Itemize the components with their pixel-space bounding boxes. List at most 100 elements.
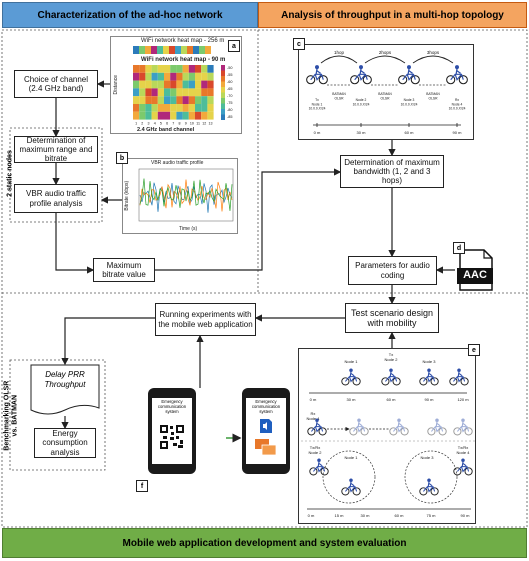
chat-icon xyxy=(255,439,277,456)
heatmap-xtick: 4 xyxy=(154,122,156,126)
aac-label: AAC xyxy=(463,269,487,281)
bicycle-icon xyxy=(381,368,401,386)
heatmap-colorbar-tick: -75 xyxy=(227,101,233,105)
energy-box: Energy consumption analysis xyxy=(34,428,96,458)
phone-left-title: Emergency communication system xyxy=(157,399,187,414)
mobility-circle-label: Tx/Rx xyxy=(310,445,320,450)
heatmap-xtick: 8 xyxy=(179,122,181,126)
hop-node-label: BATMAN xyxy=(378,92,392,96)
hops-distance-label: 60 m xyxy=(405,130,415,135)
hop-arc xyxy=(412,55,454,64)
bicycle-icon xyxy=(307,418,327,436)
heatmap-colorbar-tick: -65 xyxy=(227,87,233,91)
hops-distance-label: 0 m xyxy=(314,130,321,135)
bicycle-icon xyxy=(309,458,329,476)
badge-c: c xyxy=(293,38,305,50)
heatmap-xtick: 9 xyxy=(185,122,187,126)
running-experiments-box: Running experiments with the mobile web … xyxy=(155,303,256,336)
determination-range-box: Determination of maximum range and bitra… xyxy=(14,136,98,163)
mobility-distance-label: 30 m xyxy=(347,397,357,402)
heatmap-xtick: 3 xyxy=(148,122,150,126)
hop-node-label: Node 2 xyxy=(356,98,367,102)
vbr-chart-title: VBR audio traffic profile xyxy=(151,160,204,166)
header-characterization: Characterization of the ad-hoc network xyxy=(2,2,258,28)
aac-file-icon: AAC xyxy=(456,248,496,292)
heatmap-xtick: 2 xyxy=(141,122,143,126)
bicycle-icon xyxy=(341,478,361,496)
hop-node-label: Rx xyxy=(455,98,459,102)
heatmap-xtick: 13 xyxy=(209,122,213,126)
heatmap-colorbar-tick: -50 xyxy=(227,66,233,70)
hop-node-label: OLSR xyxy=(381,96,391,100)
bicycle-icon xyxy=(453,418,473,436)
hop-arc xyxy=(320,55,358,64)
mobility-distance-label: 60 m xyxy=(387,397,397,402)
heatmap-colorbar-tick: -70 xyxy=(227,94,233,98)
bicycle-icon xyxy=(389,418,409,436)
heatmap-colorbar-tick: -80 xyxy=(227,108,233,112)
bicycle-icon xyxy=(306,65,328,85)
hop-node-label: 10.0.0.X/24 xyxy=(449,107,466,111)
hop-node-label: 10.0.0.X/24 xyxy=(353,102,370,106)
mobility-circle-label: Node 3 xyxy=(421,455,435,460)
hop-node-label: BATMAN xyxy=(332,92,346,96)
bicycle-icon xyxy=(350,65,372,85)
delay-prr-text: Delay PRR Throughput xyxy=(44,370,86,390)
mobility-circle-label: Tx/Rx xyxy=(458,445,468,450)
vbr-chart-panel: VBR audio traffic profile Time (s) Bitra… xyxy=(122,158,238,234)
mobility-distance-label: 0 m xyxy=(308,513,315,518)
mobility-rx-label: Rx xyxy=(311,411,316,416)
heatmap-title-front: WiFi network heat map - 90 m xyxy=(141,57,226,63)
bicycle-icon xyxy=(446,65,468,85)
hop-node-label: Node 1 xyxy=(312,102,323,106)
bicycle-icon xyxy=(419,478,439,496)
badge-e: e xyxy=(468,344,480,356)
static-nodes-label: 2 static nodes xyxy=(6,150,14,197)
hop-node-label: OLSR xyxy=(429,96,439,100)
hop-arc xyxy=(364,55,406,64)
hop-label: 3hops xyxy=(427,50,440,55)
heatmap-xtick: 12 xyxy=(202,122,206,126)
bicycle-icon xyxy=(341,368,361,386)
delay-prr-document: Delay PRR Throughput xyxy=(30,364,100,418)
max-bitrate-box: Maximum bitrate value xyxy=(93,258,155,282)
heatmap-xtick: 5 xyxy=(160,122,162,126)
phone-right: Emergency communication system xyxy=(242,388,290,474)
bicycle-icon xyxy=(449,368,469,386)
bicycle-icon xyxy=(427,418,447,436)
hop-node-label: Node 4 xyxy=(452,102,463,106)
mobility-node-label: Node 3 xyxy=(423,359,437,364)
mobility-distance-label: 90 m xyxy=(425,397,435,402)
determination-bandwidth-box: Determination of maximum bandwidth (1, 2… xyxy=(340,155,444,188)
badge-d: d xyxy=(453,242,465,254)
hop-node-label: Tx xyxy=(315,98,319,102)
footer-evaluation: Mobile web application development and s… xyxy=(2,528,527,558)
mobility-range-circle xyxy=(322,450,376,504)
qr-code-icon xyxy=(159,424,185,450)
heatmap-xtick: 10 xyxy=(190,122,194,126)
vbr-chart-plot xyxy=(138,168,234,222)
vbr-series-line xyxy=(139,178,233,211)
vbr-series-line xyxy=(139,179,233,212)
test-scenario-box: Test scenario design with mobility xyxy=(345,303,439,333)
bicycle-icon xyxy=(349,418,369,436)
hop-node-label: 10.0.0.X/24 xyxy=(309,107,326,111)
parameters-audio-box: Parameters for audio coding xyxy=(348,256,437,285)
benchmarking-label: Benchmarking OLSR vs. BATMAN xyxy=(3,380,18,451)
heatmap-title-back: WiFi network heat map - 256 m xyxy=(141,38,225,44)
bicycle-icon xyxy=(453,458,473,476)
badge-a: a xyxy=(228,40,240,52)
bicycle-icon xyxy=(419,368,439,386)
heatmap-colorbar-tick: -55 xyxy=(227,73,233,77)
mobility-node-label: Node 1 xyxy=(345,359,359,364)
heatmap-colorbar-tick: -85 xyxy=(227,115,233,119)
mobility-circle-label: Node 1 xyxy=(345,455,359,460)
hops-distance-label: 90 m xyxy=(453,130,463,135)
hop-node-label: 10.0.0.X/24 xyxy=(401,102,418,106)
mobility-distance-label: 30 m xyxy=(361,513,371,518)
